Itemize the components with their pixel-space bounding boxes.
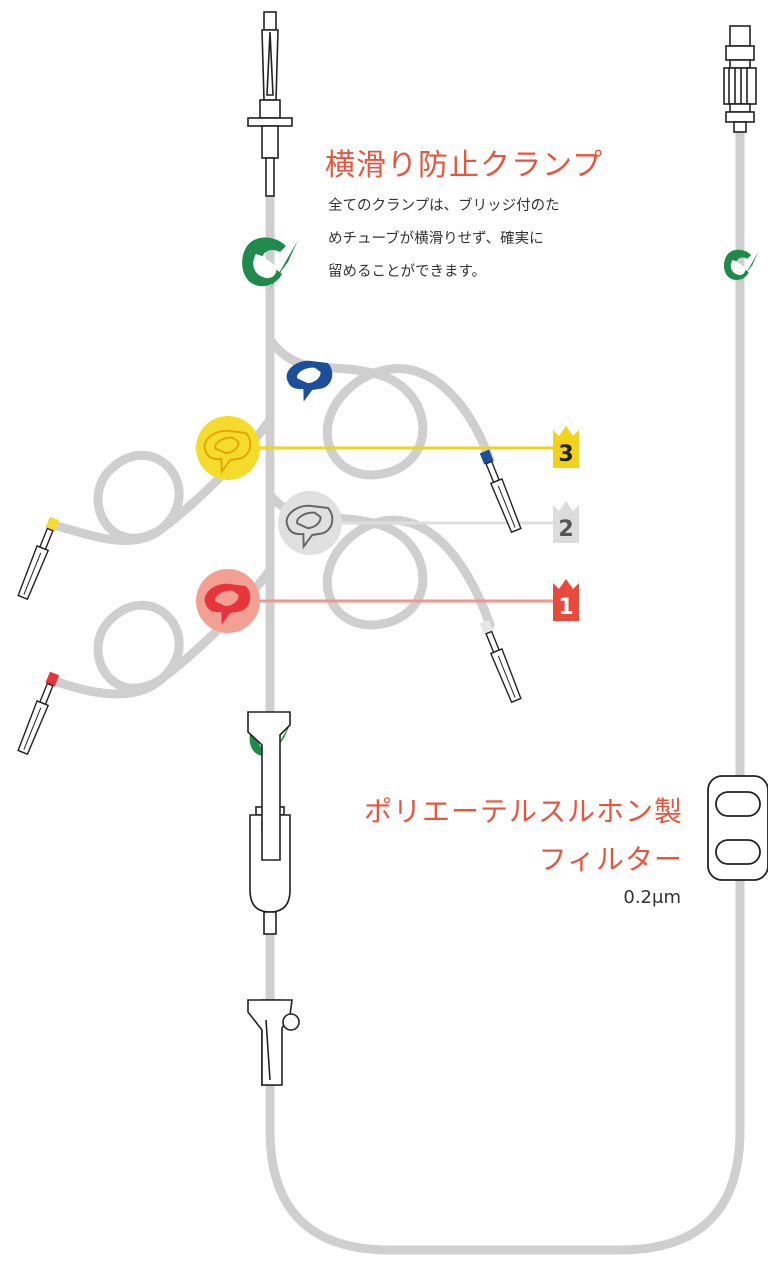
main-tube (265, 125, 745, 1255)
port-tab-3-number: 3 (558, 442, 573, 467)
branch-tube-red (47, 565, 275, 699)
port-tab-1: 1 (553, 579, 579, 621)
clamp-green-large (242, 237, 298, 292)
branch-tube-yellow (47, 415, 275, 545)
filter-housing (707, 775, 768, 881)
luer-lock-connector (723, 25, 757, 133)
spike-connector (247, 11, 293, 197)
clamp-yellow (196, 416, 260, 480)
clamp-section-title: 横滑り防止クランプ (325, 148, 604, 183)
clamp-gray (278, 491, 342, 555)
clamp-desc-line-3: 留めることができます。 (328, 264, 487, 280)
filter-section-title-line1: ポリエーテルスルホン製 (363, 795, 683, 828)
connector-yellow-end (17, 516, 60, 601)
branch-tube-blue (265, 335, 495, 480)
connector-red-end (17, 671, 60, 756)
filter-pore-size: 0.2μm (623, 887, 681, 908)
clamp-desc-line-1: 全てのクランプは、ブリッジ付のた (328, 198, 560, 214)
roller-clamp (247, 999, 300, 1086)
port-tab-2-number: 2 (558, 517, 573, 542)
clamp-blue (286, 360, 333, 402)
clamp-section-description: 全てのクランプは、ブリッジ付のた めチューブが横滑りせず、確実に 留めることがで… (328, 190, 563, 289)
connector-blue-end (479, 449, 522, 534)
tubing (47, 125, 745, 1255)
clamp-green-right (723, 249, 759, 284)
clamp-desc-line-2: めチューブが横滑りせず、確実に (328, 231, 544, 247)
port-tab-3: 3 (553, 426, 579, 468)
port-tab-2: 2 (553, 501, 579, 543)
connector-gray-end (479, 619, 522, 704)
port-tab-1-number: 1 (558, 595, 573, 620)
filter-section-title-line2: フィルター (538, 843, 683, 876)
clamp-red (196, 569, 260, 633)
